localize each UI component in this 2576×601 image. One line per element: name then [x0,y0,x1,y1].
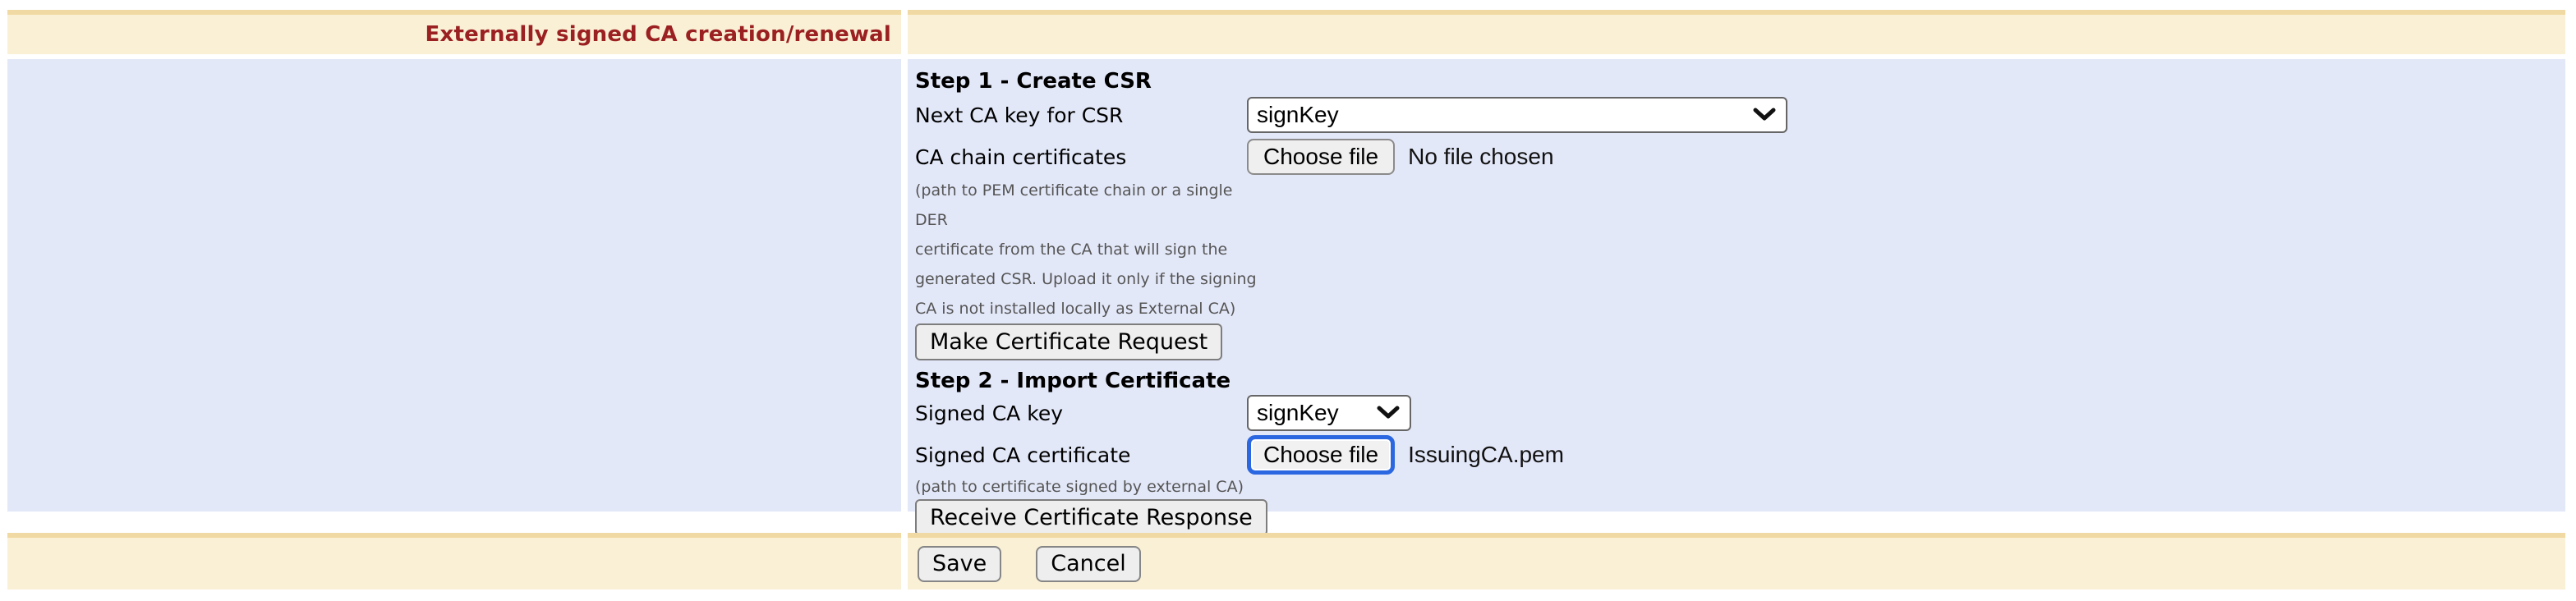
signed-ca-key-select[interactable]: signKey [1247,395,1411,431]
header-right-cell [908,10,2565,54]
step2-heading: Step 2 - Import Certificate [915,369,1231,393]
chevron-down-icon [1377,406,1400,419]
header-row: Externally signed CA creation/renewal [7,10,2565,54]
hint-line: CA is not installed locally as External … [915,300,1236,318]
receive-certificate-response-button[interactable]: Receive Certificate Response [915,499,1267,536]
main-row: Step 1 - Create CSR Next CA key for CSR … [7,59,2565,536]
ca-chain-choose-file-button[interactable]: Choose file [1247,139,1396,175]
ca-chain-file-status: No file chosen [1408,144,1554,169]
footer-left-cell [7,533,901,590]
chevron-down-icon [1753,108,1776,121]
hint-line: (path to PEM certificate chain or a sing… [915,181,1233,229]
footer-row: Save Cancel [7,533,2565,590]
signed-ca-cert-file-name: IssuingCA.pem [1408,442,1564,467]
signed-ca-cert-row: Signed CA certificate Choose file Issuin… [915,435,2565,475]
signed-ca-cert-label: Signed CA certificate [915,443,1131,467]
hint-line: generated CSR. Upload it only if the sig… [915,270,1257,288]
ca-renewal-page: Externally signed CA creation/renewal St… [7,10,2565,590]
next-ca-key-select[interactable]: signKey [1247,97,1787,133]
next-ca-key-selected-value: signKey [1257,102,1339,127]
ca-chain-hint: (path to PEM certificate chain or a sing… [915,176,1268,323]
ca-chain-label: CA chain certificates [915,145,1127,169]
ca-chain-row: CA chain certificates Choose file No fil… [915,138,2565,176]
footer-right-cell: Save Cancel [908,533,2565,590]
header-left-cell: Externally signed CA creation/renewal [7,10,901,54]
signed-ca-cert-choose-file-button[interactable]: Choose file [1247,435,1396,475]
hint-line: certificate from the CA that will sign t… [915,241,1228,259]
form-cell: Step 1 - Create CSR Next CA key for CSR … [908,59,2565,536]
page-title: Externally signed CA creation/renewal [425,22,891,47]
signed-ca-key-selected-value: signKey [1257,400,1339,425]
signed-ca-key-row: Signed CA key signKey [915,395,2565,431]
next-ca-key-row: Next CA key for CSR signKey [915,97,2565,133]
next-ca-key-label: Next CA key for CSR [915,103,1124,127]
step1-heading: Step 1 - Create CSR [915,69,1152,94]
signed-ca-key-label: Signed CA key [915,401,1063,425]
make-certificate-request-button[interactable]: Make Certificate Request [915,323,1223,360]
cancel-button[interactable]: Cancel [1036,545,1141,582]
left-spacer-cell [7,59,901,512]
save-button[interactable]: Save [918,545,1002,582]
signed-ca-cert-hint: (path to certificate signed by external … [915,478,1244,496]
